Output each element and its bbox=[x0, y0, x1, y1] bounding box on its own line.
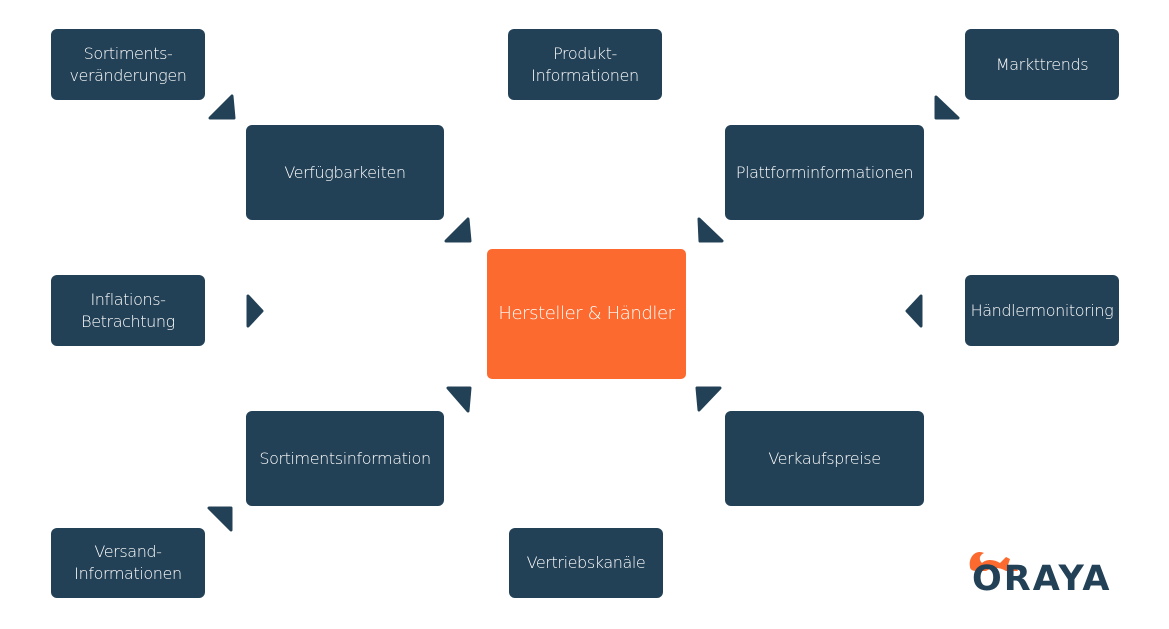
connector-markttrends bbox=[934, 95, 960, 120]
node-label: Markttrends bbox=[995, 54, 1089, 74]
squirrel-icon bbox=[969, 551, 1018, 571]
center-node-label: Hersteller & Händler bbox=[498, 303, 675, 324]
node-label: Produkt- Informationen bbox=[531, 43, 639, 85]
logo-wordmark: ORAYA bbox=[972, 559, 1112, 599]
oraya-logo: ORAYA bbox=[964, 543, 1124, 603]
connector-sortimentsinformation bbox=[446, 386, 472, 413]
node-sortimentsinformation: Sortimentsinformation bbox=[246, 411, 444, 506]
node-label: Inflations- Betrachtung bbox=[81, 289, 175, 331]
node-label: Versand- Informationen bbox=[74, 542, 182, 583]
node-versand-informationen: Versand- Informationen bbox=[51, 528, 205, 598]
node-label: Verkaufspreise bbox=[768, 448, 881, 468]
connector-haendlermonitoring bbox=[905, 294, 923, 328]
node-label: Sortiments- veränderungen bbox=[69, 43, 187, 85]
center-node: Hersteller & Händler bbox=[487, 249, 686, 379]
node-vertriebskanaele: Vertriebskanäle bbox=[509, 528, 663, 598]
connector-verkaufspreise bbox=[695, 386, 722, 412]
node-label: Plattforminformationen bbox=[735, 162, 914, 182]
node-verfuegbarkeiten: Verfügbarkeiten bbox=[246, 125, 444, 220]
connector-versand-informationen bbox=[207, 506, 233, 532]
node-label: Vertriebskanäle bbox=[526, 553, 646, 572]
node-sortimentsveraenderungen: Sortiments- veränderungen bbox=[51, 29, 205, 100]
node-label: Händlermonitoring bbox=[970, 300, 1114, 320]
node-haendlermonitoring: Händlermonitoring bbox=[965, 275, 1119, 346]
connector-sortimentsveraenderungen bbox=[208, 94, 236, 120]
connector-plattforminformationen bbox=[697, 217, 724, 243]
node-plattforminformationen: Plattforminformationen bbox=[725, 125, 924, 220]
connector-inflations-betrachtung bbox=[246, 294, 264, 328]
connector-verfuegbarkeiten bbox=[444, 217, 472, 243]
node-verkaufspreise: Verkaufspreise bbox=[725, 411, 924, 506]
node-markttrends: Markttrends bbox=[965, 29, 1119, 100]
node-produkt-informationen: Produkt- Informationen bbox=[508, 29, 662, 100]
node-label: Sortimentsinformation bbox=[259, 448, 431, 468]
node-label: Verfügbarkeiten bbox=[284, 162, 406, 182]
node-inflations-betrachtung: Inflations- Betrachtung bbox=[51, 275, 205, 346]
